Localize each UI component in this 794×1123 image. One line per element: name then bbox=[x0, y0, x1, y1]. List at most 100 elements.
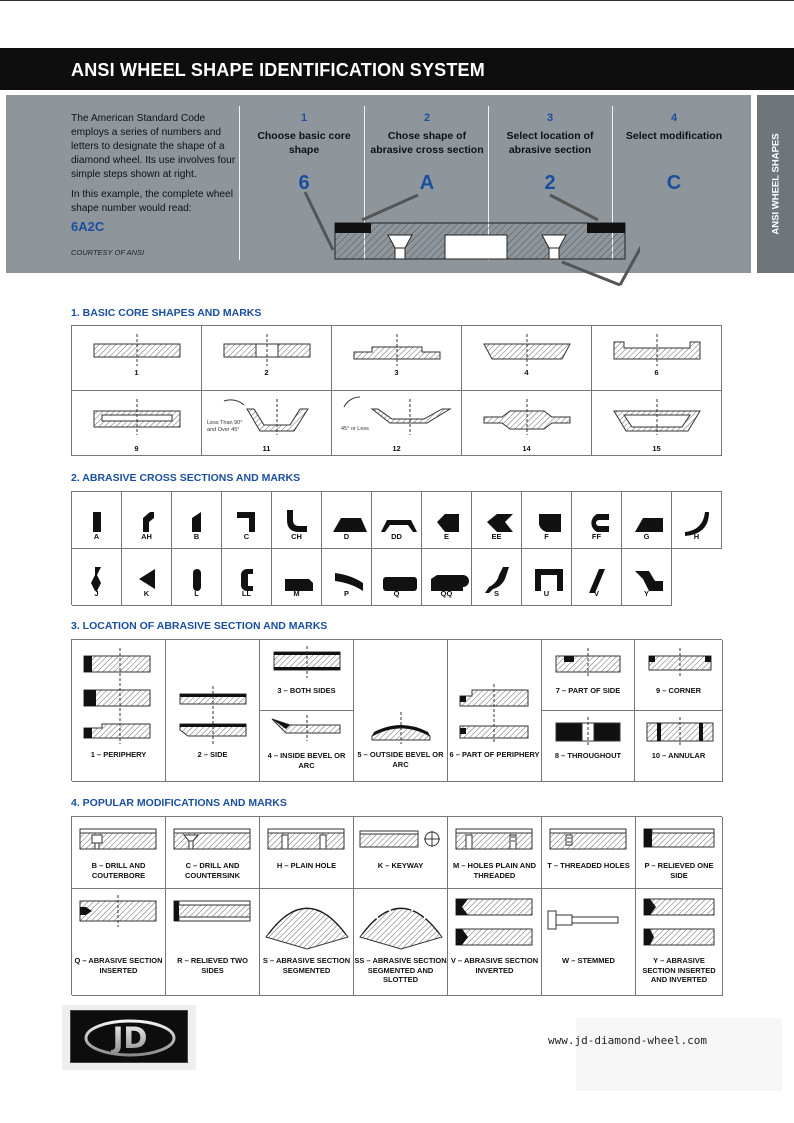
cross-section-QQ-label: QQ bbox=[440, 589, 453, 598]
cross-section-F: F bbox=[522, 492, 572, 549]
core-shape-6: 6 bbox=[592, 326, 722, 391]
core-shape-2: 2 bbox=[202, 326, 332, 391]
location-7-label: 7 – PART OF SIDE bbox=[555, 686, 621, 695]
step-code-3: 2 bbox=[544, 172, 556, 194]
cross-section-G-drawing bbox=[635, 518, 663, 532]
cross-section-FF-label: FF bbox=[591, 532, 602, 541]
modification-13-label: W – STEMMED bbox=[562, 956, 615, 965]
modification-6-label: T – THREADED HOLES bbox=[547, 861, 630, 870]
side-tab: ANSI WHEEL SHAPES bbox=[757, 95, 794, 273]
cross-section-K-drawing bbox=[139, 569, 155, 589]
modification-4: K – KEYWAY bbox=[354, 817, 448, 889]
cross-section-AH: AH bbox=[122, 492, 172, 549]
section-3-title: 3. LOCATION OF ABRASIVE SECTION AND MARK… bbox=[71, 620, 328, 632]
modification-13-drawing bbox=[547, 910, 619, 930]
step-number: 3 bbox=[546, 112, 554, 124]
cross-section-V: V bbox=[572, 549, 622, 606]
cross-section-Q-drawing bbox=[383, 577, 417, 591]
modification-5: M – HOLES PLAIN AND THREADED bbox=[448, 817, 542, 889]
page-title: ANSI WHEEL SHAPE IDENTIFICATION SYSTEM bbox=[71, 60, 485, 80]
cross-section-S-drawing bbox=[485, 567, 509, 593]
location-10-drawing bbox=[646, 717, 714, 745]
cross-section-E-drawing bbox=[437, 514, 459, 532]
core-shape-15: 15 bbox=[592, 391, 722, 456]
modification-12: V – ABRASIVE SECTION INVERTED bbox=[448, 889, 542, 996]
core-shape-12: 12 bbox=[332, 391, 462, 456]
core-shape-3-label: 3 bbox=[394, 368, 399, 377]
cross-section-M: M bbox=[272, 549, 322, 606]
jd-logo-icon: JD bbox=[84, 1019, 176, 1057]
cross-section-G-label: G bbox=[643, 532, 650, 541]
cross-section-P-label: P bbox=[343, 589, 349, 598]
cross-section-D-label: D bbox=[343, 532, 350, 541]
cross-section-DD-drawing bbox=[381, 520, 417, 532]
cross-section-B-label: B bbox=[193, 532, 200, 541]
cross-section-K: K bbox=[122, 549, 172, 606]
modification-5-drawing bbox=[455, 828, 533, 850]
modification-3-label: H – PLAIN HOLE bbox=[276, 861, 337, 870]
cross-section-J: J bbox=[72, 549, 122, 606]
cross-section-E: E bbox=[422, 492, 472, 549]
location-8: 8 – THROUGHOUT bbox=[542, 711, 635, 782]
modification-8-label: Q – ABRASIVE SECTION INSERTED bbox=[74, 956, 163, 975]
modification-5-label: M – HOLES PLAIN AND THREADED bbox=[452, 861, 537, 880]
step-text: Chose shape of abrasive cross section bbox=[370, 130, 484, 156]
intro-paragraph-1: The American Standard Code employs a ser… bbox=[71, 113, 236, 180]
cross-section-U-label: U bbox=[543, 589, 550, 598]
cross-section-F-drawing bbox=[539, 514, 561, 532]
cross-section-Y-drawing bbox=[635, 571, 663, 591]
modification-14-label: Y – ABRASIVE SECTION INSERTED AND INVERT… bbox=[642, 956, 716, 984]
modification-10: S – ABRASIVE SECTION SEGMENTED bbox=[260, 889, 354, 996]
cross-section-C-label: C bbox=[243, 532, 250, 541]
cross-section-CH-label: CH bbox=[291, 532, 302, 541]
modification-7-drawing bbox=[643, 828, 715, 848]
modification-9-label: R – RELIEVED TWO SIDES bbox=[177, 956, 248, 975]
cross-section-QQ-drawing bbox=[431, 575, 469, 591]
location-8-drawing bbox=[555, 717, 621, 745]
core-shape-1-drawing bbox=[93, 334, 181, 366]
modification-14-drawing bbox=[643, 898, 715, 946]
core-note-12: 45° or Less bbox=[341, 426, 369, 432]
top-rule bbox=[0, 0, 794, 1]
core-shape-11-drawing bbox=[223, 399, 309, 435]
website-link[interactable]: www.jd-diamond-wheel.com bbox=[548, 1034, 707, 1047]
cross-section-Q: Q bbox=[372, 549, 422, 606]
modification-13: W – STEMMED bbox=[542, 889, 636, 996]
core-shape-3: 3 bbox=[332, 326, 462, 391]
cross-section-C-drawing bbox=[237, 512, 255, 532]
cross-section-H-label: H bbox=[693, 532, 700, 541]
cross-section-S: S bbox=[472, 549, 522, 606]
modification-6-drawing bbox=[549, 828, 627, 850]
location-8-label: 8 – THROUGHOUT bbox=[554, 751, 622, 760]
core-note-11: Less Than 90° and Over 45° bbox=[207, 420, 243, 433]
modification-12-drawing bbox=[455, 898, 533, 946]
step-number: 4 bbox=[670, 112, 678, 124]
modification-3-drawing bbox=[267, 828, 345, 850]
cross-section-AH-drawing bbox=[143, 512, 154, 532]
cross-section-A-drawing bbox=[93, 512, 101, 532]
modification-7: P – RELIEVED ONE SIDE bbox=[636, 817, 723, 889]
modification-1-label: B – DRILL AND COUTERBORE bbox=[91, 861, 146, 880]
modification-1: B – DRILL AND COUTERBORE bbox=[72, 817, 166, 889]
cross-section-FF: FF bbox=[572, 492, 622, 549]
location-3: 3 – BOTH SIDES bbox=[260, 640, 354, 711]
core-shape-11: 11 bbox=[202, 391, 332, 456]
location-3-drawing bbox=[273, 646, 341, 678]
cross-section-Y-label: Y bbox=[643, 589, 649, 598]
core-shape-15-drawing bbox=[613, 399, 701, 435]
modification-9: R – RELIEVED TWO SIDES bbox=[166, 889, 260, 996]
location-5: 5 – OUTSIDE BEVEL OR ARC bbox=[354, 640, 448, 782]
cross-section-K-label: K bbox=[143, 589, 150, 598]
location-10: 10 – ANNULAR bbox=[635, 711, 723, 782]
location-6: 6 – PART OF PERIPHERY bbox=[448, 640, 542, 782]
divider bbox=[612, 106, 613, 260]
modification-7-label: P – RELIEVED ONE SIDE bbox=[644, 861, 714, 880]
core-shape-9-label: 9 bbox=[134, 444, 139, 453]
cross-section-M-drawing bbox=[285, 579, 313, 591]
step-3: 3 Select location of abrasive section bbox=[490, 112, 610, 157]
cross-section-Y: Y bbox=[622, 549, 672, 606]
modification-14: Y – ABRASIVE SECTION INSERTED AND INVERT… bbox=[636, 889, 723, 996]
cross-section-P: P bbox=[322, 549, 372, 606]
location-4: 4 – INSIDE BEVEL OR ARC bbox=[260, 711, 354, 782]
